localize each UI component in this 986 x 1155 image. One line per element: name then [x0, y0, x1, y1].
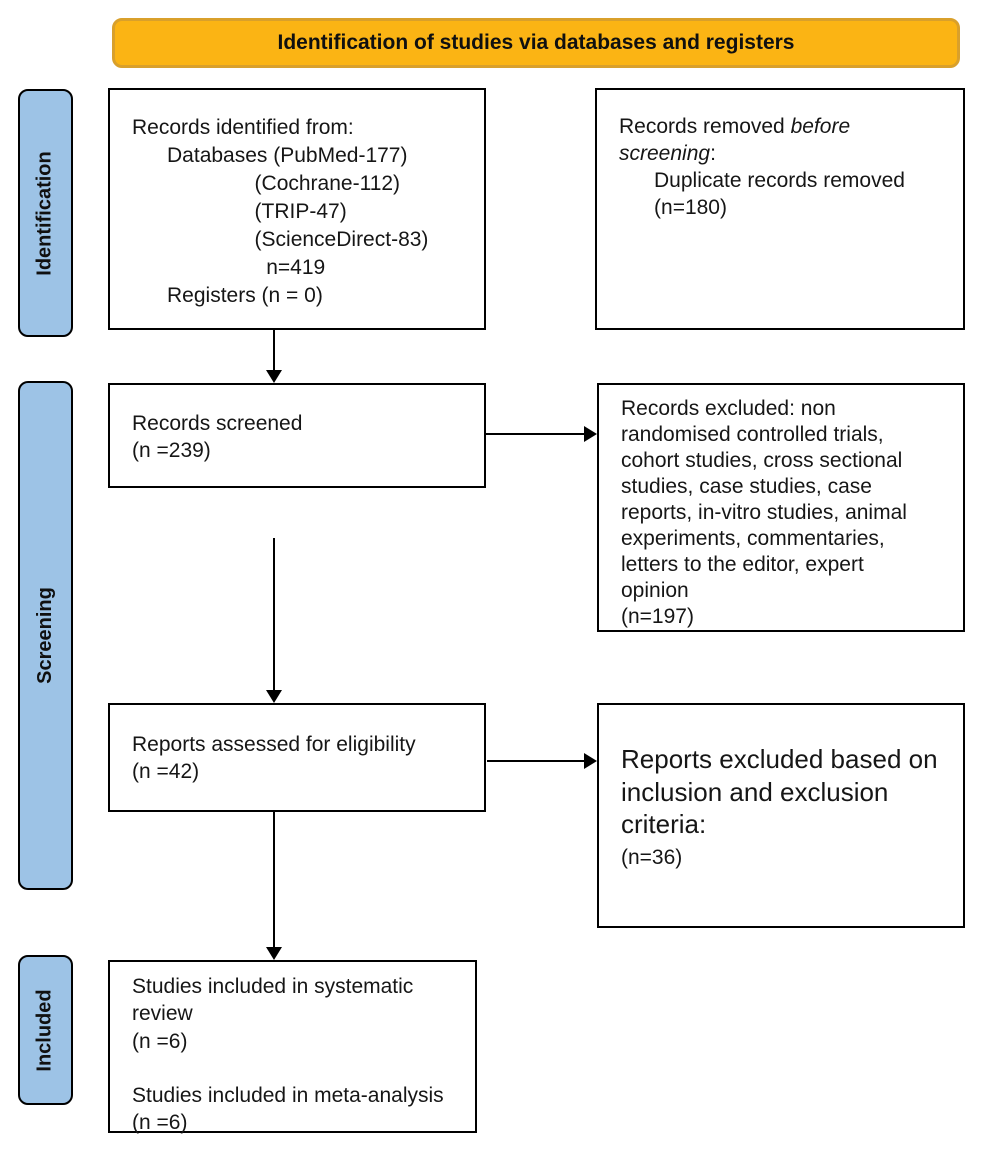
box-records-removed: Records removed before screening: Duplic…: [595, 88, 965, 330]
box-reports-excluded: Reports excluded based on inclusion and …: [597, 703, 965, 928]
reports-excluded-count: (n=36): [621, 845, 683, 869]
arrow-line: [273, 330, 275, 372]
banner: Identification of studies via databases …: [112, 18, 960, 68]
arrow-down-icon: [266, 370, 282, 383]
records-removed-prefix: Records removed: [619, 115, 791, 138]
box-records-excluded: Records excluded: non randomised control…: [597, 383, 965, 632]
arrow-line: [487, 760, 586, 762]
reports-excluded-text: Reports excluded based on inclusion and …: [621, 744, 938, 839]
records-removed-text: Records removed before screening: Duplic…: [619, 114, 951, 222]
arrow-screened-to-excluded: [486, 426, 597, 442]
box-records-screened: Records screened (n =239): [108, 383, 486, 488]
records-screened-text: Records screened (n =239): [132, 412, 303, 462]
arrow-down-icon: [266, 947, 282, 960]
stage-label-screening: Screening: [34, 587, 57, 684]
records-removed-detail: : Duplicate records removed (n=180): [654, 141, 905, 219]
box-studies-included: Studies included in systematic review (n…: [108, 960, 477, 1134]
stage-label-included: Included: [34, 988, 57, 1072]
stage-bar-screening: Screening: [18, 381, 73, 890]
arrow-line: [273, 812, 275, 949]
records-removed-emphasis: before screening: [619, 115, 851, 165]
arrow-down-icon: [266, 690, 282, 703]
arrow-assessed-to-excluded: [487, 753, 597, 769]
stage-bar-included: Included: [18, 955, 73, 1105]
records-excluded-text: Records excluded: non randomised control…: [621, 397, 907, 629]
stage-bar-identification: Identification: [18, 89, 73, 337]
box-reports-assessed: Reports assessed for eligibility (n =42): [108, 703, 486, 812]
reports-assessed-text: Reports assessed for eligibility (n =42): [132, 733, 416, 783]
box-records-identified: Records identified from: Databases (PubM…: [108, 88, 486, 330]
arrow-line: [486, 433, 586, 435]
arrow-identified-to-screened: [266, 330, 282, 383]
stage-label-identification: Identification: [34, 150, 57, 276]
arrow-screened-to-assessed: [266, 538, 282, 703]
records-identified-text: Records identified from: Databases (PubM…: [132, 116, 429, 307]
arrow-line: [273, 538, 275, 692]
arrow-assessed-to-included: [266, 812, 282, 960]
banner-title: Identification of studies via databases …: [277, 31, 795, 54]
arrow-right-icon: [584, 426, 597, 442]
arrow-right-icon: [584, 753, 597, 769]
studies-included-text: Studies included in systematic review (n…: [132, 975, 444, 1135]
